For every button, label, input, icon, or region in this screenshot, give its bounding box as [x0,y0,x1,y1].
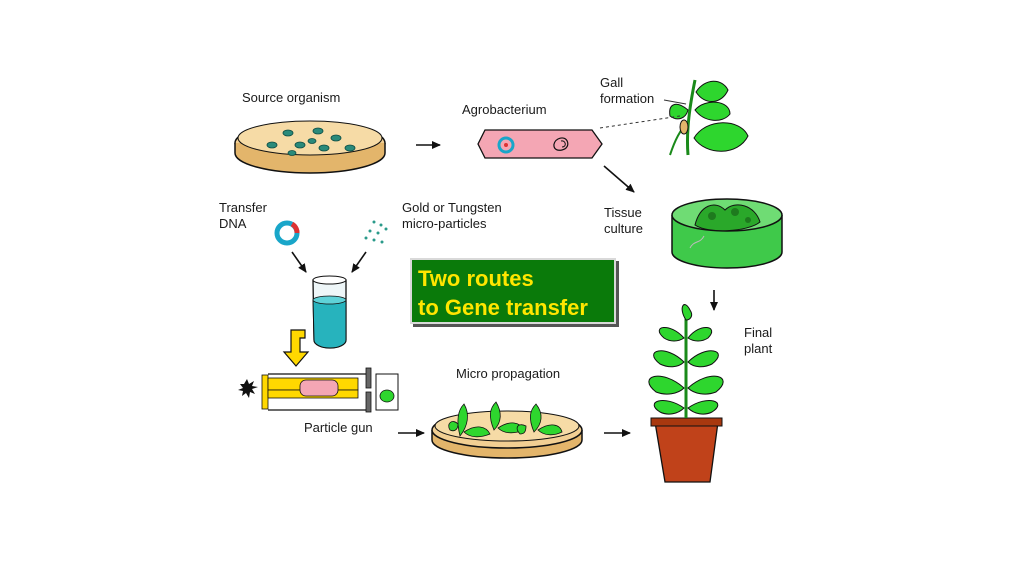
dna-label: DNA [219,216,247,231]
arrow-dna-to-beaker [291,251,307,273]
tissue-label: Tissue [604,205,642,220]
arrow-particles-to-beaker [351,251,367,273]
final-plant [648,304,724,483]
tissue-culture-dish [671,198,783,269]
micro-particles [364,220,388,244]
source-organism-dish [234,120,386,174]
plant-label: plant [744,341,773,356]
title-line-1: Two routes [418,266,534,291]
title-box: Two routes to Gene transfer [410,258,616,324]
particle-gun [238,367,399,413]
gall-label: Gall [600,75,624,90]
micro-propagation-dish [431,401,583,459]
final-label: Final [744,325,773,340]
particle-gun-label: Particle gun [304,420,373,435]
gold-tungsten-label: Gold or Tungsten [402,200,502,215]
yellow-curved-arrow [282,329,310,367]
agrobacterium-label: Agrobacterium [462,102,547,117]
formation-label: formation [600,91,655,106]
source-organism-label: Source organism [242,90,341,105]
culture-label: culture [604,221,644,236]
micro-particles-label: micro-particles [402,216,487,231]
transfer-label: Transfer [219,200,267,215]
transfer-dna-plasmid [274,220,300,246]
beaker [312,275,347,349]
arrow-agro-to-tissue [603,165,635,193]
agrobacterium-cell [477,129,603,159]
micro-propagation-label: Micro propagation [456,366,561,381]
gall-plant [599,79,749,156]
flow-arrows [291,141,718,437]
title-line-2: to Gene transfer [418,295,588,320]
